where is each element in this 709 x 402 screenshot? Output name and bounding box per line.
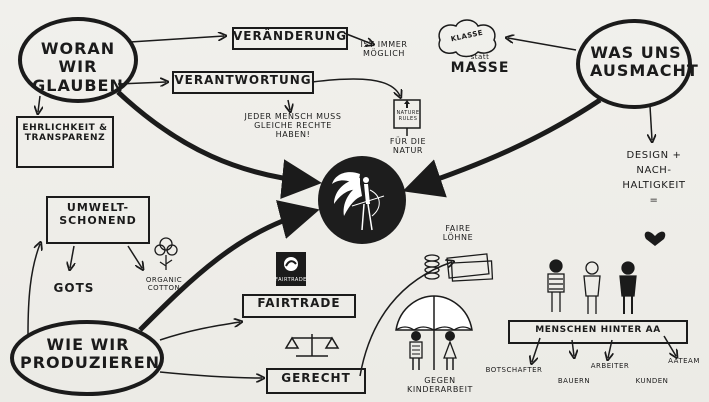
statt-label: statt xyxy=(470,53,490,61)
kunden-label: KUNDEN xyxy=(635,377,669,385)
menschen-hinter-aa-label: MENSCHEN HINTER AA xyxy=(535,325,661,335)
fairtrade-logo-label: FAIRTRADE xyxy=(275,277,307,283)
money-icon xyxy=(424,253,494,282)
arrow-umwelt xyxy=(27,244,40,335)
arrow-natur xyxy=(311,78,400,96)
umbrella-kids-illustration xyxy=(395,295,473,370)
arbeiter-label: ARBEITER xyxy=(590,362,630,370)
arrow-gots xyxy=(70,245,74,268)
gerecht-label: GERECHT xyxy=(281,371,351,385)
nature-rules-label: NATURE RULES xyxy=(396,110,420,122)
arrow-fairtrade xyxy=(159,322,240,341)
scale-icon xyxy=(284,334,340,357)
arrow-loehne xyxy=(359,262,452,377)
ist-immer-moeglich-label: IST IMMER MÖGLICH xyxy=(360,40,408,59)
angel-logo xyxy=(318,156,406,244)
arrow-veraenderung xyxy=(129,36,224,43)
gots-label: GOTS xyxy=(53,281,95,295)
arrow-design xyxy=(650,105,652,140)
nature-rules-sign xyxy=(393,99,421,136)
arrow-gerecht xyxy=(159,371,262,378)
ehrlichkeit-label: EHRLICHKEIT & TRANSPARENZ xyxy=(22,123,108,144)
arrow-ist-immer xyxy=(343,32,372,44)
wie-wir-ellipse xyxy=(10,320,164,396)
was-uns-ausmacht-label: WAS UNS AUSMACHT xyxy=(590,43,699,81)
verantwortung-box xyxy=(172,71,314,94)
fairtrade-logo xyxy=(276,252,306,286)
organic-cotton-label: ORGANIC COTTON xyxy=(145,276,183,293)
klasse-cloud xyxy=(438,19,497,58)
arrow-wasuns-center xyxy=(402,97,602,198)
aateam-label: AATEAM xyxy=(668,357,700,365)
arrow-verantwortung xyxy=(117,82,166,84)
jeder-mensch-label: JEDER MENSCH MUSS GLEICHE RECHTE HABEN! xyxy=(244,112,342,140)
bauern-label: BAUERN xyxy=(557,377,591,385)
umweltschonend-box xyxy=(46,196,150,244)
design-label: DESIGN + NACH-HALTIGKEIT = xyxy=(622,150,686,206)
menschen-hinter-aa-box xyxy=(508,320,688,344)
arrow-ehrlichkeit xyxy=(38,95,40,112)
woran-ellipse xyxy=(18,17,138,103)
arrow-wiewir-center xyxy=(138,200,320,332)
verantwortung-label: VERANTWORTUNG xyxy=(174,73,312,87)
wie-wir-produzieren-label: WIE WIR PRODUZIEREN xyxy=(20,335,161,373)
people-illustration xyxy=(547,259,637,314)
veraenderung-label: VERÄNDERUNG xyxy=(232,29,348,43)
arrow-woran-center xyxy=(116,90,322,199)
cotton-plant-icon xyxy=(154,237,178,270)
fairtrade-label: FAIRTRADE xyxy=(257,296,341,310)
faire-loehne-label: FAIRE LÖHNE xyxy=(442,224,474,243)
botschafter-label: BOTSCHAFTER xyxy=(485,366,543,374)
woran-wir-glauben-label: WORAN WIR GLAUBEN xyxy=(32,39,124,95)
umweltschonend-label: UMWELT-SCHONEND xyxy=(59,201,137,227)
was-uns-ellipse xyxy=(576,19,692,109)
gerecht-box xyxy=(266,368,366,394)
ehrlichkeit-box xyxy=(16,116,114,168)
arrow-jeder xyxy=(288,99,290,110)
heart-icon xyxy=(644,231,666,246)
masse-label: MASSE xyxy=(450,60,510,76)
fairtrade-box xyxy=(242,294,356,318)
gegen-kinderarbeit-label: GEGEN KINDERARBEIT xyxy=(406,376,474,395)
fuer-die-natur-label: FÜR DIE NATUR xyxy=(389,137,427,156)
arrow-cotton xyxy=(127,245,142,268)
veraenderung-box xyxy=(232,27,348,50)
arrow-aateam xyxy=(663,335,676,356)
arrow-klasse xyxy=(508,38,577,51)
